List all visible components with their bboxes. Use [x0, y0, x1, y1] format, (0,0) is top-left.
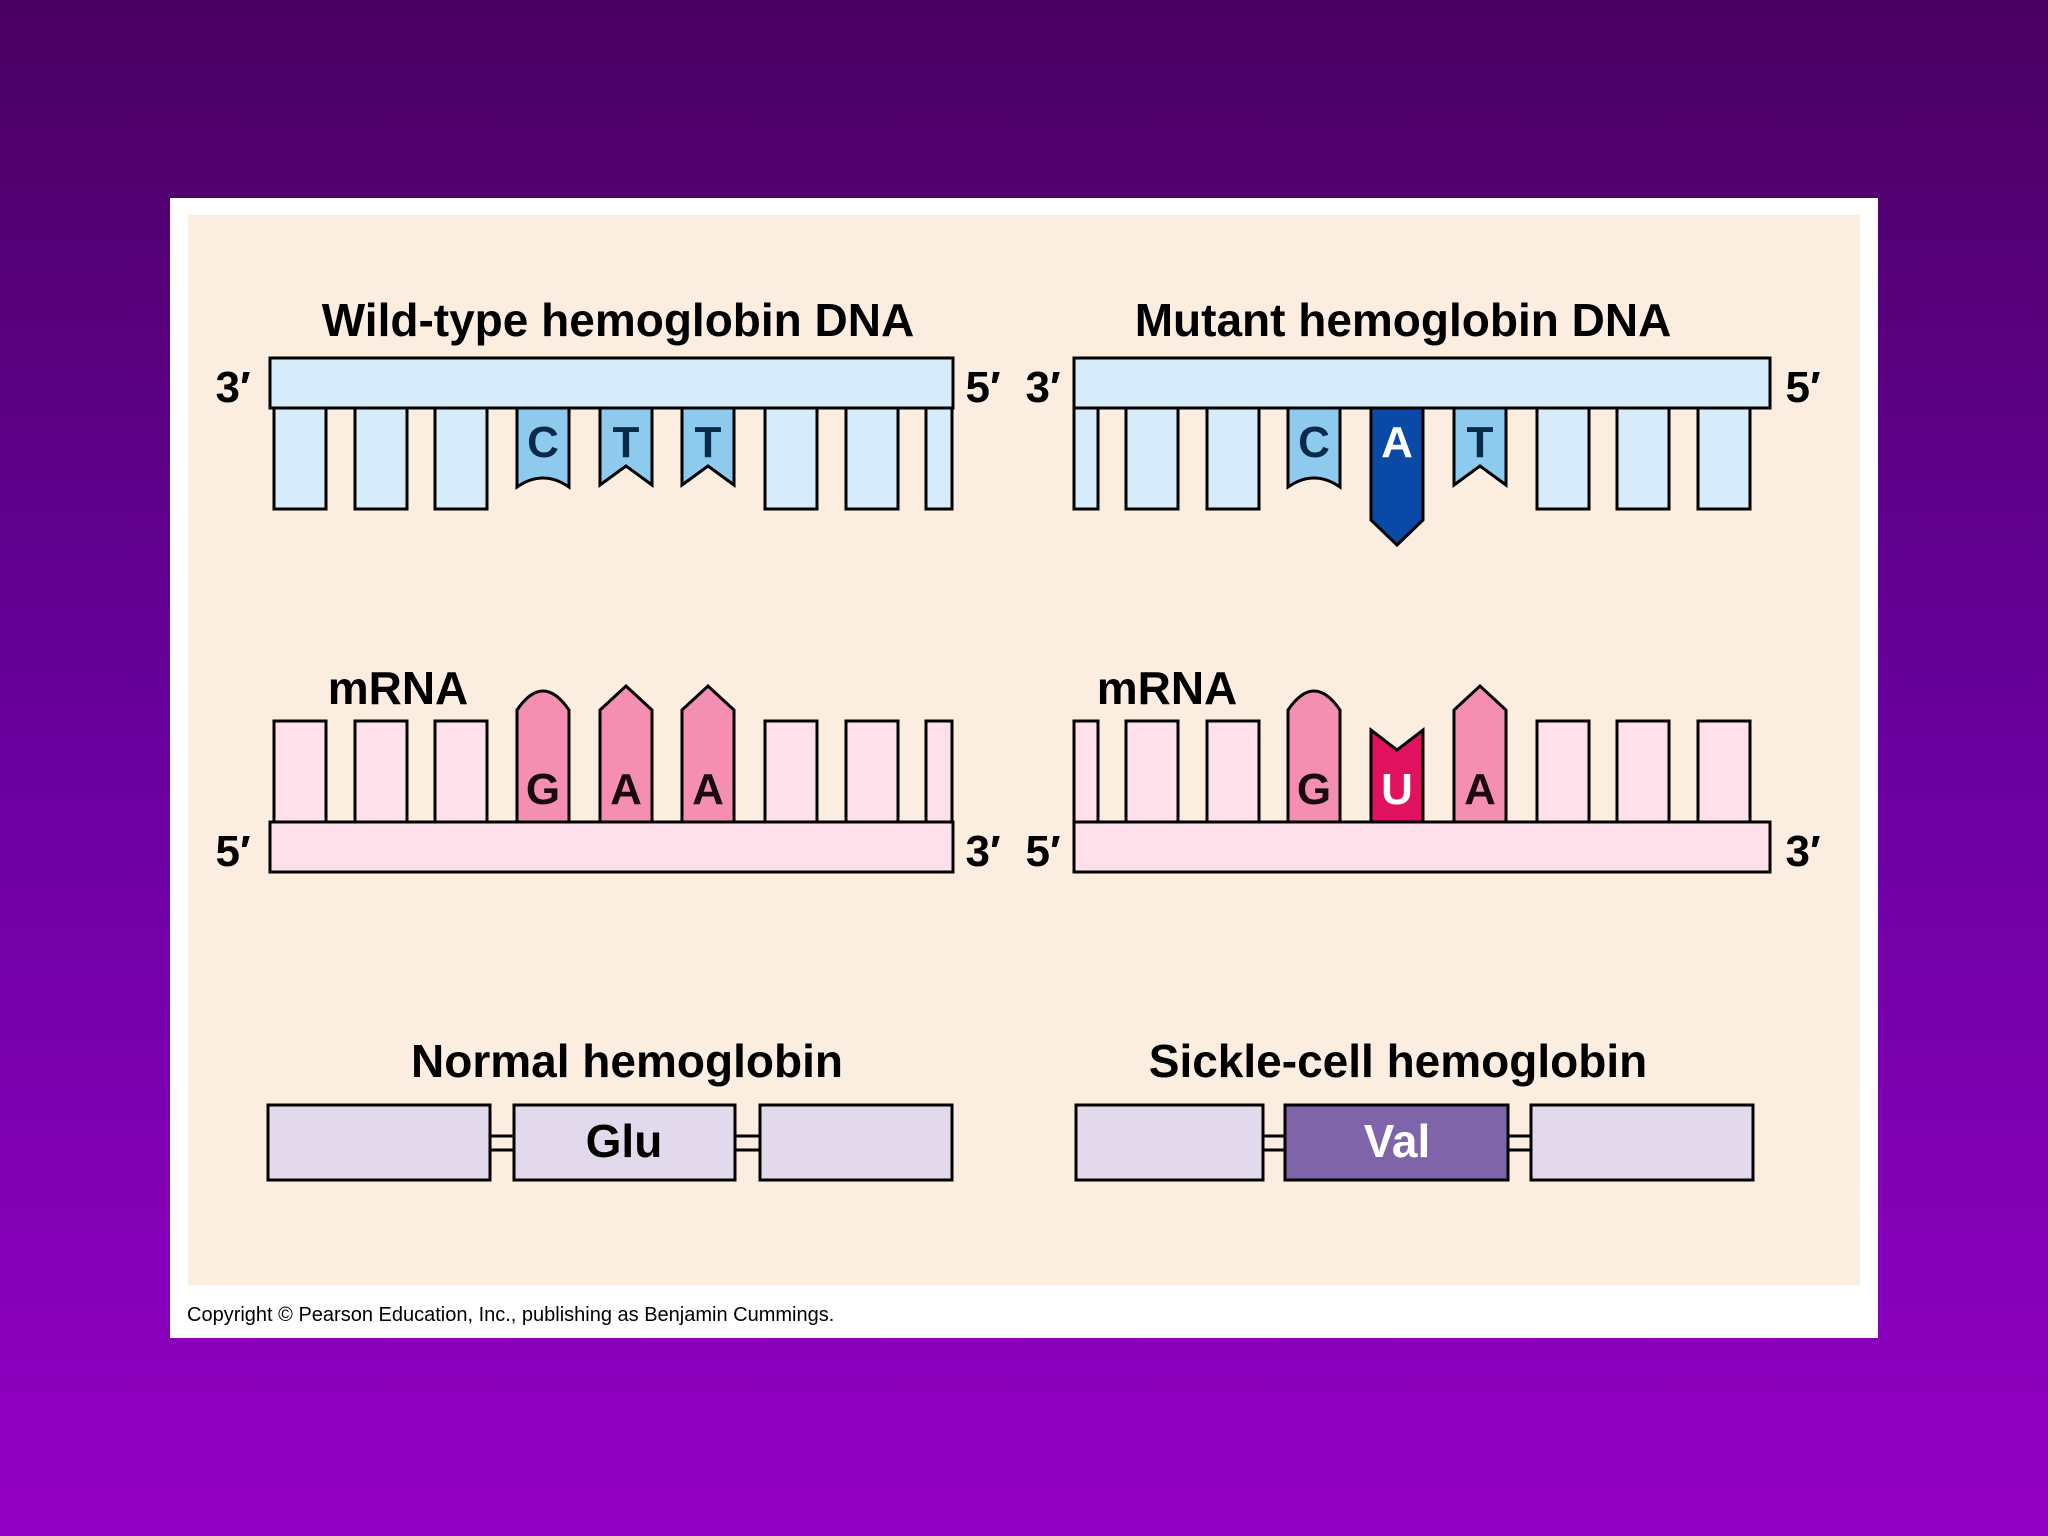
mutant-mrna-base-2-label: U	[1381, 765, 1413, 814]
wild-dna-base-3	[680, 406, 736, 488]
mrna-tooth	[1072, 719, 1100, 824]
dna-tooth	[844, 406, 900, 511]
normal-protein-chain: Glu	[266, 1103, 954, 1182]
mutant-dna-base-2	[1369, 406, 1425, 548]
mrna-tooth	[1615, 719, 1671, 824]
mrna-tooth	[433, 719, 489, 824]
wild-dna-teeth	[272, 406, 954, 511]
dna-tooth	[924, 406, 954, 511]
normal-residue-left	[266, 1103, 492, 1182]
mrna-tooth	[1696, 719, 1752, 824]
wild-mrna-label: mRNA	[328, 662, 469, 714]
wild-dna-base-1-label: C	[527, 418, 559, 467]
mutant-dna-teeth	[1072, 406, 1752, 511]
wild-mrna-left-end: 5′	[215, 827, 250, 876]
wild-dna-right-end: 5′	[965, 363, 1000, 412]
wild-mrna-base-1	[515, 689, 571, 824]
mrna-tooth	[353, 719, 409, 824]
dna-tooth	[353, 406, 409, 511]
wild-dna-backbone	[268, 356, 955, 410]
mutant-mrna-backbone	[1072, 820, 1772, 874]
mutant-mrna-base-1	[1286, 689, 1342, 824]
mrna-tooth	[272, 719, 328, 824]
normal-residue-right	[758, 1103, 954, 1182]
mutant-mrna-label: mRNA	[1097, 662, 1238, 714]
mutant-dna-base-1	[1286, 406, 1342, 490]
mutant-mrna-left-end: 5′	[1025, 827, 1060, 876]
dna-tooth	[433, 406, 489, 511]
mrna-tooth	[844, 719, 900, 824]
dna-tooth	[1696, 406, 1752, 511]
mutant-dna-backbone	[1072, 356, 1772, 410]
mutant-dna-base-3	[1452, 406, 1508, 488]
mrna-tooth	[1124, 719, 1180, 824]
mutant-dna-base-2-label: A	[1381, 418, 1413, 467]
wild-dna-title: Wild-type hemoglobin DNA	[322, 294, 914, 346]
wild-dna-base-3-label: T	[695, 418, 722, 467]
mrna-tooth	[763, 719, 819, 824]
mrna-tooth	[1205, 719, 1261, 824]
mutant-dna-base-1-label: C	[1298, 418, 1330, 467]
wild-mrna-backbone	[268, 820, 955, 874]
mutant-dna-left-end: 3′	[1025, 363, 1060, 412]
normal-residue-label: Glu	[586, 1115, 663, 1167]
mutant-mrna-base-1-label: G	[1297, 765, 1331, 814]
mutant-residue-center	[1283, 1103, 1510, 1182]
dna-tooth	[1072, 406, 1100, 511]
mutant-mrna-right-end: 3′	[1785, 827, 1820, 876]
mutant-dna-right-end: 5′	[1785, 363, 1820, 412]
mutant-mrna-teeth	[1072, 719, 1752, 824]
wild-mrna-right-end: 3′	[965, 827, 1000, 876]
wild-dna-left-end: 3′	[215, 363, 250, 412]
dna-tooth	[1615, 406, 1671, 511]
wild-mrna-base-2-label: A	[610, 765, 642, 814]
wild-mrna-base-1-label: G	[526, 765, 560, 814]
mutant-mrna-base-3-label: A	[1464, 765, 1496, 814]
dna-tooth	[763, 406, 819, 511]
dna-tooth	[1124, 406, 1180, 511]
wild-dna-base-2-label: T	[613, 418, 640, 467]
mutant-dna-base-3-label: T	[1467, 418, 1494, 467]
copyright-notice: Copyright © Pearson Education, Inc., pub…	[187, 1304, 834, 1326]
mutant-residue-right	[1529, 1103, 1755, 1182]
mutant-protein-title: Sickle-cell hemoglobin	[1149, 1035, 1647, 1087]
mutant-protein-chain: Val	[1074, 1103, 1755, 1182]
mutant-residue-label: Val	[1364, 1115, 1431, 1167]
normal-residue-center	[512, 1103, 737, 1182]
wild-mrna-base-3-label: A	[692, 765, 724, 814]
normal-protein-title: Normal hemoglobin	[411, 1035, 843, 1087]
mutant-residue-left	[1074, 1103, 1265, 1182]
dna-tooth	[272, 406, 328, 511]
mrna-tooth	[1535, 719, 1591, 824]
wild-mrna-teeth	[272, 719, 954, 824]
dna-tooth	[1205, 406, 1261, 511]
wild-dna-base-1	[515, 406, 571, 490]
wild-dna-base-2	[598, 406, 654, 488]
mrna-tooth	[924, 719, 954, 824]
mutant-dna-title: Mutant hemoglobin DNA	[1135, 294, 1672, 346]
dna-tooth	[1535, 406, 1591, 511]
